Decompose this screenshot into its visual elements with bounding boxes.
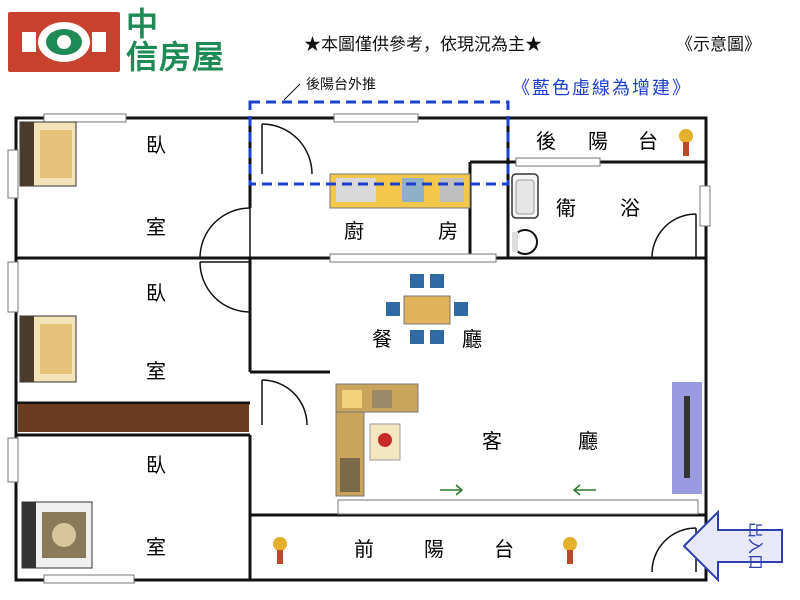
- dining-table-icon: [386, 274, 468, 344]
- bed-icon: [21, 501, 93, 569]
- dining-label-a: 餐: [372, 327, 392, 351]
- kitchen-label-a: 廚: [344, 219, 364, 243]
- diagram-tag: 《示意圖》: [676, 35, 761, 55]
- rear-balcony-label-b: 陽: [588, 129, 608, 153]
- plant-icon: [273, 537, 287, 564]
- bedroom3-label-b: 室: [146, 535, 166, 559]
- bath-label-a: 衛: [556, 196, 576, 220]
- logo-line1: 中: [126, 5, 160, 43]
- bedroom1-label-b: 室: [146, 215, 166, 239]
- logo-mark-icon: [22, 22, 106, 62]
- front-balcony-label-b: 陽: [424, 537, 444, 561]
- sliding-door-arrow-icon: [440, 484, 596, 496]
- sofa-icon: [335, 383, 419, 497]
- living-label-a: 客: [482, 429, 502, 453]
- bedroom3-label-a: 臥: [146, 453, 166, 477]
- wardrobe: [18, 404, 249, 432]
- extension-note: 後陽台外推: [306, 77, 376, 93]
- front-balcony-label-c: 台: [494, 537, 514, 561]
- living-label-b: 廳: [578, 429, 598, 453]
- interior-walls: [16, 118, 706, 580]
- rear-balcony-label-c: 台: [638, 129, 658, 153]
- logo-badge: [8, 12, 120, 72]
- plant-icon: [563, 537, 577, 564]
- extension-legend: 《藍色虛線為增建》: [512, 78, 692, 99]
- disclaimer-note: ★本圖僅供參考，依現況為主★: [304, 35, 542, 55]
- windows: [7, 113, 711, 584]
- front-balcony-label-a: 前: [354, 537, 374, 561]
- logo-text: 中 信房屋: [126, 8, 225, 74]
- toilet-icon: [512, 229, 538, 255]
- dining-label-b: 廳: [462, 327, 482, 351]
- entrance-label: 出入口: [746, 522, 765, 570]
- logo-line2: 信房屋: [126, 38, 226, 76]
- extension-pointer: [283, 83, 301, 101]
- entrance-arrow-icon: [682, 509, 783, 583]
- extension-outline: [248, 100, 510, 186]
- kitchen-label-b: 房: [438, 219, 458, 243]
- rear-balcony-label-a: 後: [536, 129, 556, 153]
- kitchen-counter: [329, 173, 471, 209]
- bed-icon: [19, 315, 77, 383]
- plant-icon: [679, 129, 693, 156]
- bedroom2-label-a: 臥: [146, 281, 166, 305]
- bedroom2-label-b: 室: [146, 359, 166, 383]
- bedroom1-label-a: 臥: [146, 133, 166, 157]
- tv-icon: [672, 382, 702, 494]
- bathtub-icon: [511, 173, 539, 219]
- bath-label-b: 浴: [620, 196, 640, 220]
- doors: [199, 123, 697, 573]
- bed-icon: [19, 121, 77, 187]
